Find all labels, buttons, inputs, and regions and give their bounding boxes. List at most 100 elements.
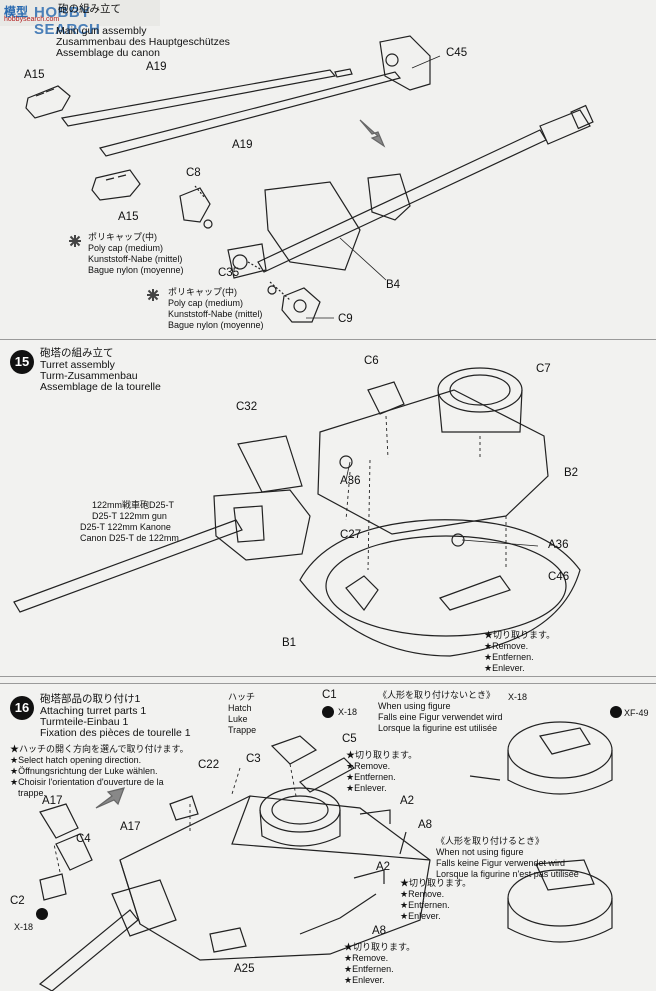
- remove-a2-fr: ★Enlever.: [400, 911, 441, 921]
- part-c35: C35: [218, 267, 240, 279]
- part-c9: C9: [338, 313, 353, 325]
- part-a8-lower: A8: [372, 925, 387, 937]
- paint-dot-icon: [36, 908, 48, 920]
- part-c1: C1: [322, 689, 337, 701]
- hatch-ja: ハッチ: [228, 692, 256, 702]
- remove-a2-en: ★Remove.: [400, 889, 445, 899]
- part-a2-lower: A2: [376, 861, 391, 873]
- step-16-title-en: Attaching turret parts 1: [40, 705, 147, 717]
- header-ja: 砲の組み立て: [58, 3, 121, 15]
- poly2-de: Kunststoff-Nabe (mittel): [168, 309, 263, 319]
- without-figure-en: When not using figure: [436, 847, 524, 857]
- without-figure-fr: Lorsque la figurine n'est pas utilisée: [436, 869, 579, 879]
- paint-x18-c1: X-18: [338, 707, 358, 717]
- step-16-badge: 16: [10, 696, 34, 720]
- remove-c5-ja: ★切り取ります。: [346, 750, 418, 760]
- step-16-title-fr: Fixation des pièces de tourelle 1: [40, 727, 191, 739]
- part-c32: C32: [236, 401, 258, 413]
- part-c3: C3: [246, 753, 261, 765]
- part-c2: C2: [10, 895, 25, 907]
- step-15-badge: 15: [10, 350, 34, 374]
- paint-dot-icon: [610, 706, 622, 718]
- header-en: Main gun assembly: [56, 25, 147, 37]
- step-15-title-fr: Assemblage de la tourelle: [40, 381, 161, 393]
- hatch-en: Hatch: [228, 703, 252, 713]
- gun-label-fr: Canon D25-T de 122mm: [80, 533, 179, 543]
- hatch-note-ja: ★ハッチの開く方向を選んで取り付けます。: [10, 744, 189, 754]
- turret-parts-drawing: [38, 721, 613, 991]
- poly2-fr: Bague nylon (moyenne): [168, 320, 264, 330]
- part-b4: B4: [386, 279, 401, 291]
- hatch-fr: Trappe: [228, 725, 257, 735]
- part-a2-upper: A2: [400, 795, 415, 807]
- watermark-brand: HOBBY SEARCH: [34, 4, 101, 38]
- step-16-title-de: Turmteile-Einbau 1: [40, 716, 129, 728]
- step-16-title-ja: 砲塔部品の取り付け1: [40, 693, 141, 705]
- part-a19-upper: A19: [146, 61, 167, 73]
- paint-x18-inset: X-18: [508, 692, 528, 702]
- without-figure-de: Falls keine Figur verwendet wird: [436, 858, 566, 868]
- part-c7: C7: [536, 363, 551, 375]
- part-c46: C46: [548, 571, 570, 583]
- remove-a8-de: ★Entfernen.: [344, 964, 394, 974]
- with-figure-de: Falls eine Figur verwendet wird: [378, 712, 503, 722]
- part-a19-lower: A19: [232, 139, 253, 151]
- with-figure-ja: 《人形を取り付けないとき》: [378, 690, 496, 700]
- part-b1: B1: [282, 637, 297, 649]
- poly1-en: Poly cap (medium): [88, 243, 164, 253]
- remove-c5-fr: ★Enlever.: [346, 783, 387, 793]
- step-15-panel: 15 砲塔の組み立て Turret assembly Turm-Zusammen…: [0, 339, 656, 677]
- with-figure-fr: Lorsque la figurine est utilisée: [378, 723, 498, 733]
- part-c5: C5: [342, 733, 357, 745]
- hatch-de: Luke: [228, 714, 248, 724]
- step-15-title-de: Turm-Zusammenbau: [40, 370, 138, 382]
- step-15-title-ja: 砲塔の組み立て: [40, 347, 114, 359]
- remove-fr: ★Enlever.: [484, 663, 525, 673]
- hatch-note-de: ★Öffnungsrichtung der Luke wählen.: [10, 766, 158, 776]
- paint-dot-icon: [322, 706, 334, 718]
- remove-a8-ja: ★切り取ります。: [344, 942, 416, 952]
- remove-de: ★Entfernen.: [484, 652, 534, 662]
- turret-assembly-drawing: [13, 367, 581, 657]
- remove-c5-en: ★Remove.: [346, 761, 391, 771]
- gun-label-en: D25-T 122mm gun: [92, 511, 167, 521]
- header-fr: Assemblage du canon: [56, 47, 160, 59]
- paint-x18-c2: X-18: [14, 922, 34, 932]
- remove-a2-de: ★Entfernen.: [400, 900, 450, 910]
- part-a15-upper: A15: [24, 69, 45, 81]
- remove-en: ★Remove.: [484, 641, 529, 651]
- part-c8: C8: [186, 167, 201, 179]
- hatch-note-fr-2: trappe.: [18, 788, 47, 798]
- main-gun-drawing: [25, 35, 594, 323]
- part-a36-left: A36: [340, 475, 361, 487]
- poly-cap-icon: [147, 289, 159, 301]
- without-figure-ja: 《人形を取り付けるとき》: [436, 836, 545, 846]
- part-a15-lower: A15: [118, 211, 139, 223]
- part-a8-upper: A8: [418, 819, 433, 831]
- remove-c5-de: ★Entfernen.: [346, 772, 396, 782]
- gun-label-de: D25-T 122mm Kanone: [80, 522, 171, 532]
- watermark: 模型 HOBBY SEARCH hobbysearch.com: [0, 0, 160, 38]
- part-c27: C27: [340, 529, 362, 541]
- part-a25: A25: [234, 963, 255, 975]
- hatch-note-fr-1: ★Choisir l'orientation d'ouverture de la: [10, 777, 164, 787]
- poly2-en: Poly cap (medium): [168, 298, 244, 308]
- poly2-ja: ポリキャップ(中): [168, 287, 237, 297]
- part-a17-mid: A17: [120, 821, 141, 833]
- poly1-de: Kunststoff-Nabe (mittel): [88, 254, 183, 264]
- remove-ja: ★切り取ります。: [484, 630, 556, 640]
- remove-a8-en: ★Remove.: [344, 953, 389, 963]
- remove-a2-ja: ★切り取ります。: [400, 878, 472, 888]
- part-c6: C6: [364, 355, 379, 367]
- part-a36-right: A36: [548, 539, 569, 551]
- poly1-ja: ポリキャップ(中): [88, 232, 157, 242]
- paint-xf49: XF-49: [624, 708, 649, 718]
- step-16-panel: 16 砲塔部品の取り付け1 Attaching turret parts 1 T…: [0, 683, 656, 991]
- header-de: Zusammenbau des Hauptgeschützes: [56, 36, 230, 48]
- part-a17-left: A17: [42, 795, 63, 807]
- part-c45: C45: [446, 47, 468, 59]
- with-figure-en: When using figure: [378, 701, 451, 711]
- hatch-note-en: ★Select hatch opening direction.: [10, 755, 142, 765]
- poly1-fr: Bague nylon (moyenne): [88, 265, 184, 275]
- part-b2: B2: [564, 467, 579, 479]
